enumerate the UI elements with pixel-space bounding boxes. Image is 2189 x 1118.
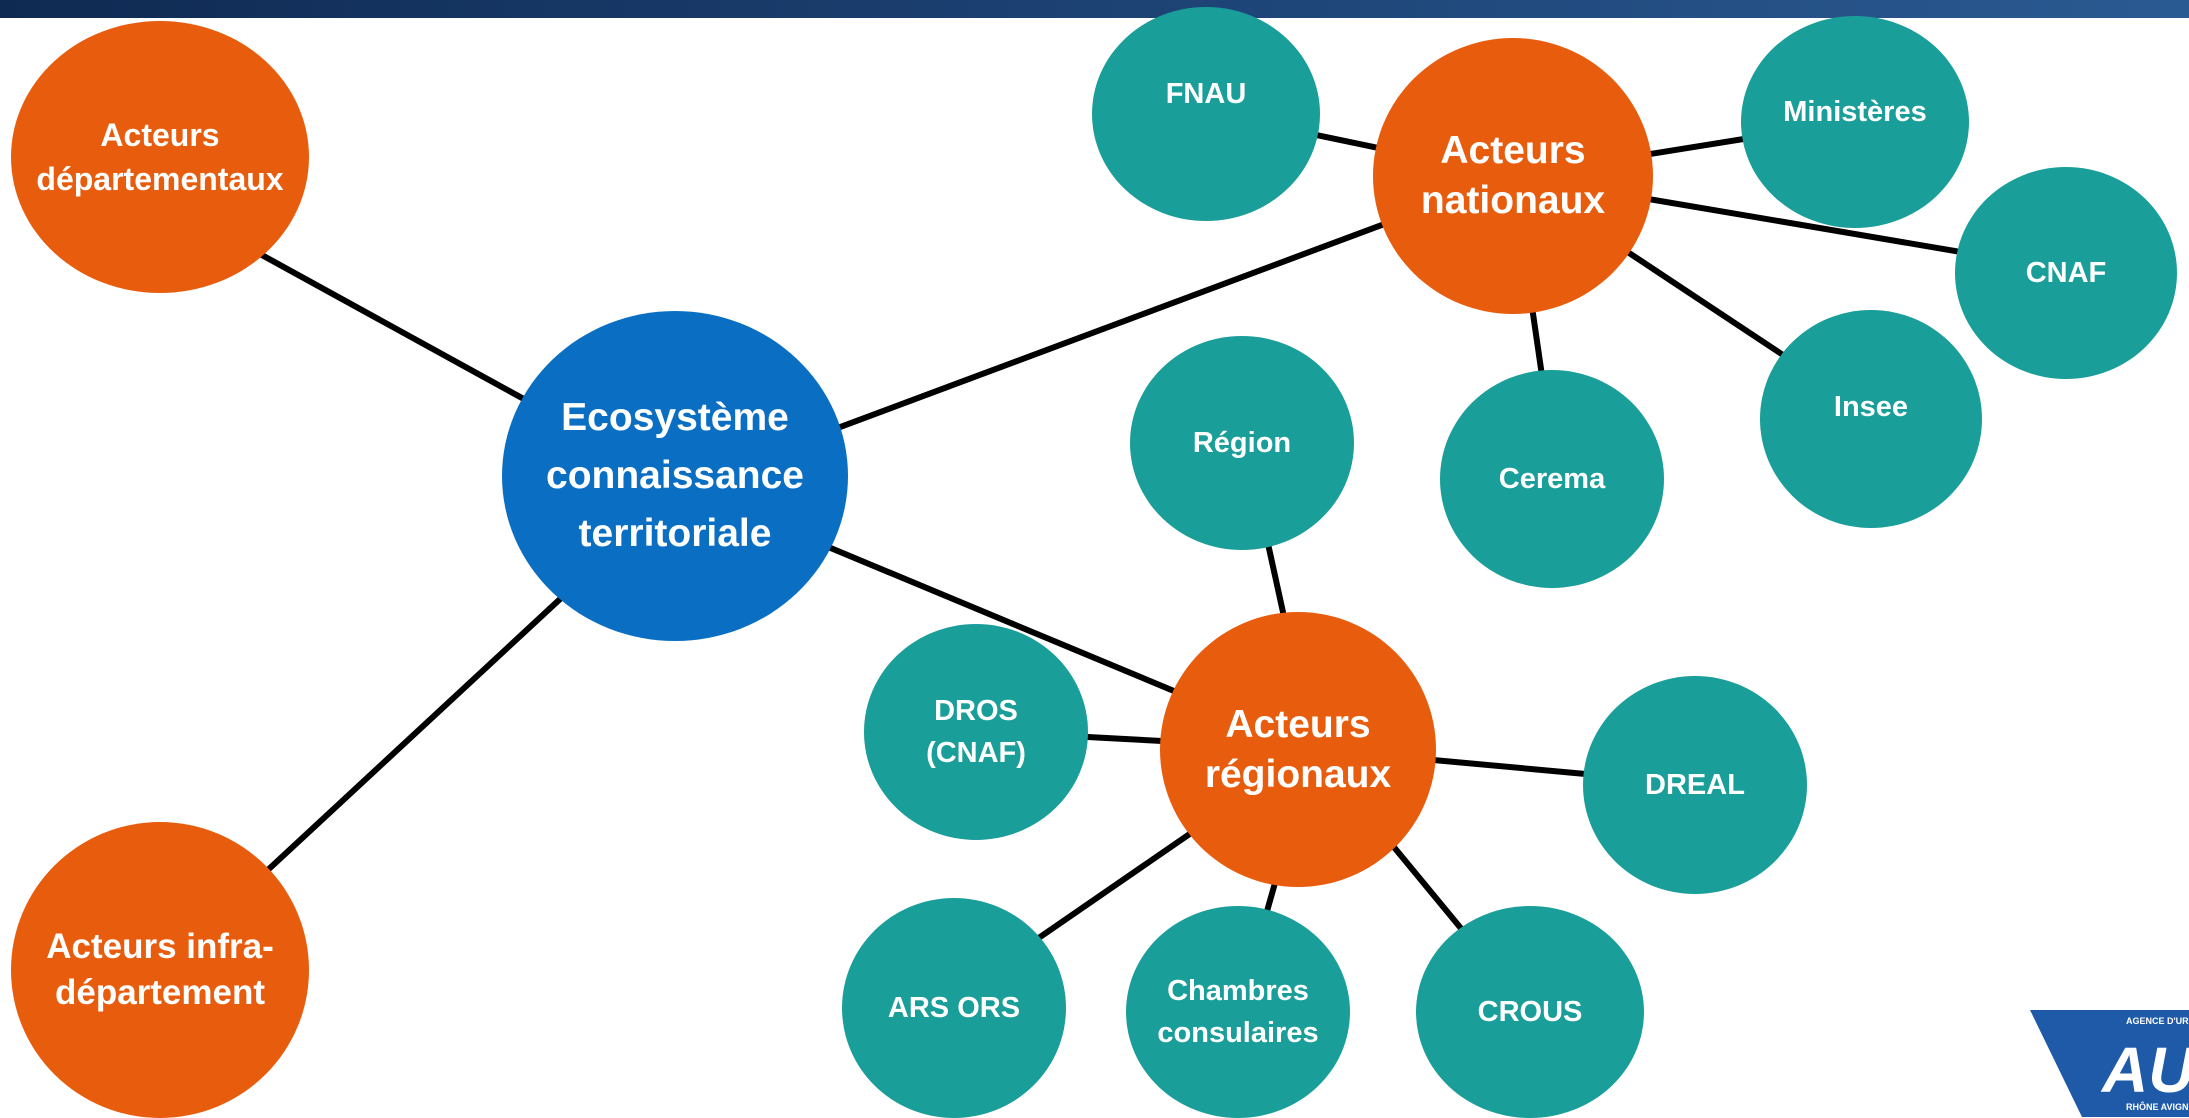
node-chambres-consulaires: Chambres consulaires (1126, 906, 1350, 1118)
node-label: Ecosystème connaissance territoriale (546, 396, 804, 555)
top-banner (0, 0, 2189, 18)
node-label: FNAU (1165, 78, 1247, 110)
node-region: Région (1130, 336, 1354, 550)
node-label: Acteurs infra- département (46, 927, 274, 1012)
node-dreal: DREAL (1583, 676, 1807, 894)
node-label: DREAL (1645, 769, 1745, 801)
node-ecosysteme: Ecosystème connaissance territoriale (502, 311, 848, 641)
node-label: ARS ORS (887, 992, 1021, 1024)
node-acteurs-nationaux: Acteurs nationaux (1373, 38, 1653, 314)
node-label: CNAF (2025, 257, 2107, 289)
node-cnaf: CNAF (1955, 167, 2177, 379)
node-ministeres: Ministères (1741, 16, 1969, 228)
node-label: Ministères (1783, 96, 1927, 128)
node-label: Insee (1833, 391, 1909, 423)
node-label: Acteurs nationaux (1420, 129, 1606, 222)
node-acteurs-infra-departement: Acteurs infra- département (11, 822, 309, 1118)
logo-caption-bottom: RHÔNE AVIGN (2126, 1101, 2189, 1112)
node-label: Acteurs départementaux (36, 117, 284, 197)
node-label: Chambres consulaires (1157, 975, 1319, 1049)
node-acteurs-regionaux: Acteurs régionaux (1160, 612, 1436, 887)
aurav-logo: AGENCE D'URBANIS AUR RHÔNE AVIGN (2030, 1010, 2189, 1117)
logo-letters: AUR (2100, 1034, 2189, 1106)
node-label: Région (1192, 427, 1292, 459)
node-fnau: FNAU (1092, 7, 1320, 221)
node-insee: Insee (1760, 310, 1982, 528)
node-acteurs-departementaux: Acteurs départementaux (11, 21, 309, 293)
node-label: CROUS (1477, 996, 1583, 1028)
node-label: Acteurs régionaux (1204, 702, 1392, 796)
node-dros-cnaf: DROS (CNAF) (864, 624, 1088, 840)
node-crous: CROUS (1416, 906, 1644, 1118)
logo-caption-top: AGENCE D'URBANIS (2126, 1016, 2189, 1026)
node-ars-ors: ARS ORS (842, 898, 1066, 1118)
node-cerema: Cerema (1440, 370, 1664, 588)
node-label: DROS (CNAF) (926, 695, 1026, 769)
node-label: Cerema (1498, 463, 1606, 495)
